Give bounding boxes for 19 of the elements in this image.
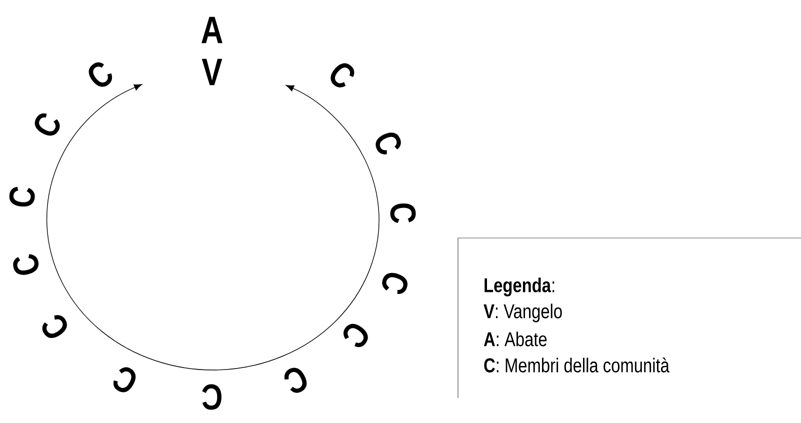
legend-heading: Legenda:: [484, 278, 554, 296]
member-letter: C: [390, 204, 416, 224]
member-letter: C: [13, 254, 39, 275]
member-letter: C: [202, 384, 222, 410]
abbot-letter: A: [202, 16, 222, 44]
member-letter: C: [284, 368, 307, 393]
member-letter: C: [113, 367, 136, 392]
gospel-letter: V: [202, 58, 222, 86]
member-letter: C: [330, 63, 354, 88]
member-letter: C: [382, 272, 408, 294]
legend-entry: A: Abate: [484, 332, 547, 346]
member-letter: C: [34, 113, 60, 136]
member-letter: C: [376, 132, 401, 154]
member-letter: C: [9, 186, 35, 207]
legend-entry: C: Membri della comunità: [484, 358, 670, 372]
member-letter: C: [42, 315, 67, 338]
legend-entry: V: Vangelo: [484, 304, 562, 322]
member-letter: C: [88, 62, 112, 87]
member-letter: C: [343, 324, 368, 348]
